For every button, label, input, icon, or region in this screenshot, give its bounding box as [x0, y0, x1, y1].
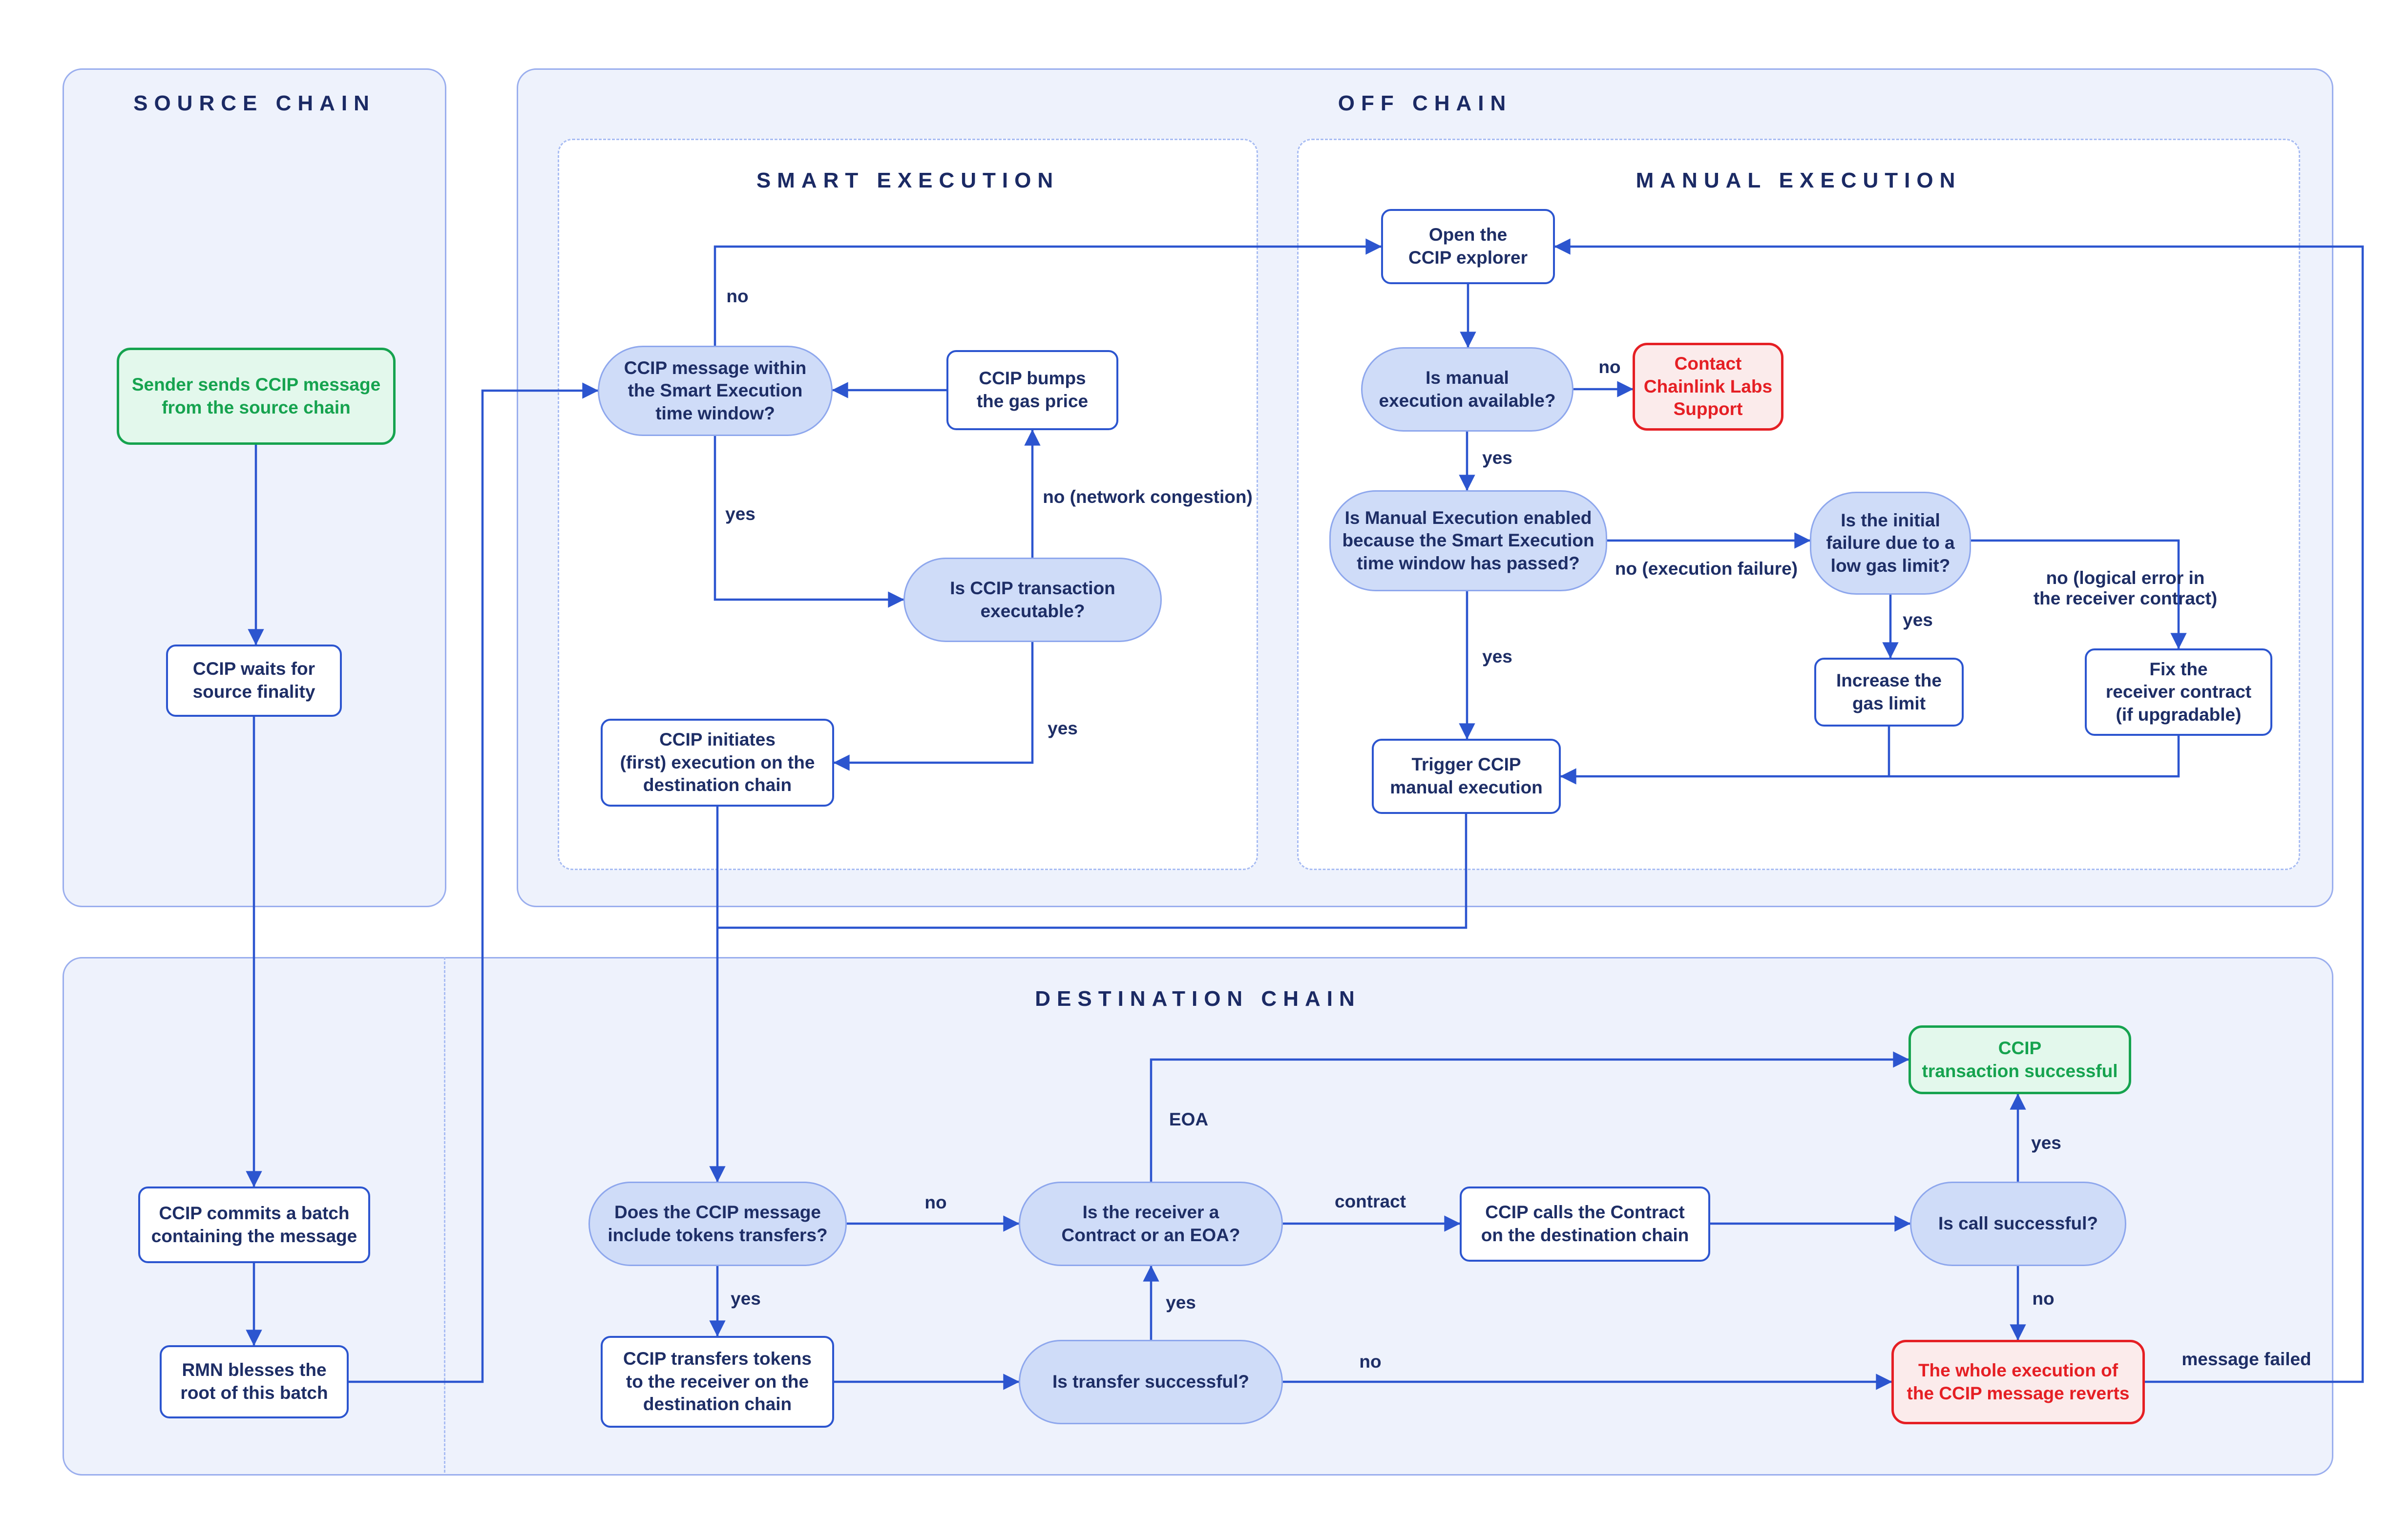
node-transfer-successful: Is transfer successful? [1019, 1340, 1283, 1424]
node-initial-failure: Is the initial failure due to a low gas … [1810, 492, 1971, 595]
node-open-explorer: Open the CCIP explorer [1381, 209, 1555, 284]
node-transfers-tokens: CCIP transfers tokens to the receiver on… [601, 1336, 834, 1428]
edge-window-yes-to-executable [713, 436, 904, 608]
edge-label-transfer-no: no [1359, 1352, 1382, 1372]
section-title-manual-execution: MANUAL EXECUTION [1636, 168, 1962, 192]
edge-label-gas-yes: yes [1903, 610, 1933, 630]
node-tx-successful: CCIP transaction successful [1909, 1025, 2131, 1094]
node-msg-within-window: CCIP message within the Smart Execution … [598, 346, 833, 436]
edge-window-no-to-explorer [713, 238, 1382, 346]
edge-label-call-yes: yes [2031, 1133, 2061, 1153]
edge-label-smart-no: no [726, 286, 749, 306]
edge-fix-to-trigger [1560, 736, 2180, 785]
node-fix-receiver: Fix the receiver contract (if upgradable… [2085, 648, 2272, 736]
node-whole-reverts: The whole execution of the CCIP message … [1891, 1340, 2145, 1424]
node-tx-executable: Is CCIP transaction executable? [903, 558, 1162, 642]
edge-label-tokens-yes: yes [731, 1289, 761, 1309]
edge-label-enabled-yes: yes [1482, 646, 1512, 666]
section-title-off-chain: OFF CHAIN [1338, 91, 1512, 115]
node-manual-enabled: Is Manual Execution enabled because the … [1329, 490, 1607, 591]
edge-receiver-eoa-to-success [1150, 1051, 1909, 1182]
node-call-successful: Is call successful? [1910, 1182, 2126, 1266]
node-increase-gas: Increase the gas limit [1814, 658, 1964, 727]
node-sender-sends: Sender sends CCIP message from the sourc… [117, 348, 396, 445]
node-initiates-execution: CCIP initiates (first) execution on the … [601, 719, 834, 807]
node-commits-batch: CCIP commits a batch containing the mess… [138, 1186, 370, 1263]
node-manual-available: Is manual execution available? [1361, 347, 1573, 432]
edge-label-message-failed: message failed [2181, 1349, 2311, 1369]
node-bumps-gas: CCIP bumps the gas price [946, 350, 1118, 430]
node-calls-contract: CCIP calls the Contract on the destinati… [1460, 1186, 1710, 1262]
edge-label-network-congestion: no (network congestion) [1043, 487, 1253, 507]
edge-label-executable-yes: yes [1048, 718, 1078, 738]
edge-label-transfer-yes: yes [1166, 1292, 1196, 1312]
node-receiver-type: Is the receiver a Contract or an EOA? [1019, 1182, 1283, 1266]
node-rmn-blesses: RMN blesses the root of this batch [160, 1345, 349, 1418]
edge-label-tokens-no: no [924, 1192, 947, 1212]
section-title-source-chain: SOURCE CHAIN [133, 91, 376, 115]
edge-label-manual-yes: yes [1482, 448, 1512, 468]
edge-label-call-no: no [2032, 1289, 2055, 1309]
node-contact-support: Contact Chainlink Labs Support [1633, 343, 1783, 431]
edge-label-logical-error: no (logical error in the receiver contra… [2033, 568, 2218, 608]
edge-trigger-merge [717, 814, 1468, 929]
edge-label-execution-failure: no (execution failure) [1615, 559, 1798, 579]
edge-failure-no-to-fix [1971, 539, 2187, 649]
edge-label-contract: contract [1335, 1191, 1406, 1211]
edge-executable-yes-to-initiates [833, 642, 1034, 771]
section-title-smart-execution: SMART EXECUTION [756, 168, 1060, 192]
node-includes-tokens: Does the CCIP message include tokens tra… [588, 1182, 847, 1266]
edge-reverts-to-explorer [1554, 238, 2364, 1383]
destination-chain-dashed-divider [444, 957, 445, 1473]
edge-label-eoa: EOA [1169, 1109, 1209, 1129]
node-trigger-manual: Trigger CCIP manual execution [1372, 739, 1561, 814]
edge-label-smart-yes: yes [725, 504, 755, 524]
edge-label-manual-no: no [1598, 357, 1621, 377]
node-waits-finality: CCIP waits for source finality [166, 645, 342, 717]
edge-rmn-to-window [349, 382, 599, 1383]
section-title-destination-chain: DESTINATION CHAIN [1035, 987, 1361, 1011]
